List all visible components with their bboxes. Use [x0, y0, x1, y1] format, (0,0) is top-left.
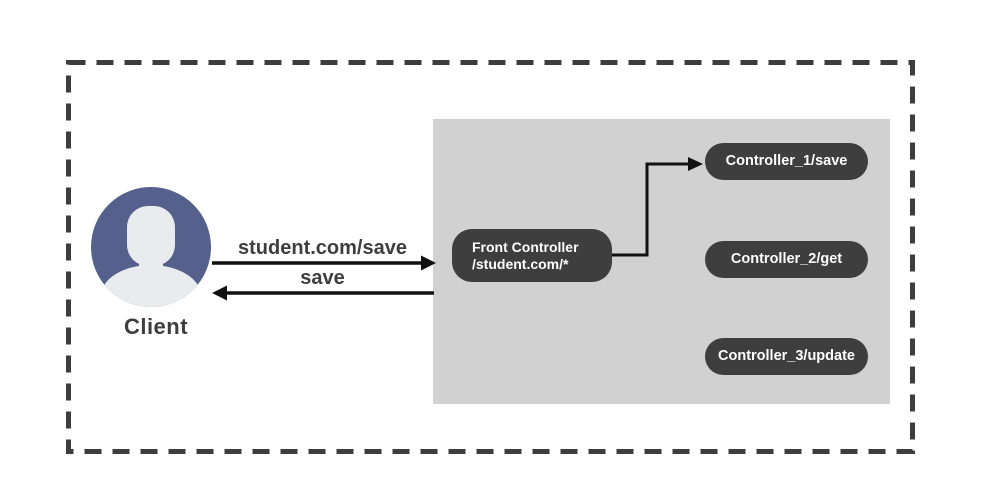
- front-controller-node: Front Controller /student.com/*: [452, 229, 612, 282]
- controller-node-1: Controller_1/save: [705, 143, 868, 180]
- controller-node-2: Controller_2/get: [705, 241, 868, 278]
- client-avatar: [86, 182, 216, 312]
- controller-node-3: Controller_3/update: [705, 338, 868, 375]
- person-icon: [91, 187, 211, 307]
- request-label: student.com/save: [238, 237, 407, 259]
- response-label: save: [300, 267, 345, 289]
- front-controller-route: /student.com/*: [472, 256, 569, 272]
- front-controller-title: Front Controller: [472, 239, 579, 255]
- client-label: Client: [123, 314, 189, 339]
